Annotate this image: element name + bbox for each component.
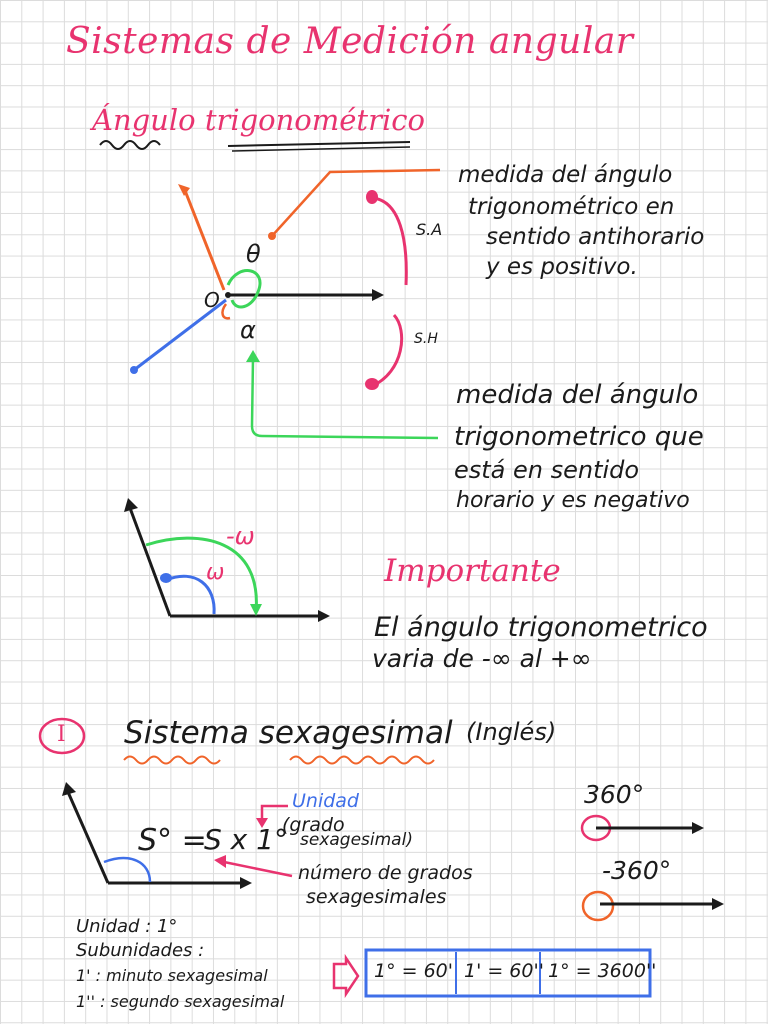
origin-point — [225, 292, 231, 298]
positive-note-line: medida del ángulo — [458, 162, 673, 188]
unit-pointer — [260, 804, 288, 822]
alpha-pointer-line — [250, 357, 439, 440]
arrowhead — [372, 289, 384, 301]
number-pointer — [223, 860, 293, 878]
alpha-terminal-side — [133, 298, 227, 372]
omega-terminal-side — [128, 507, 172, 617]
formula-paren: (grado — [282, 814, 345, 836]
section-heading-trig: Ángulo trigonométrico — [92, 103, 425, 137]
sa-arrow-arc — [371, 196, 408, 286]
alpha-label: α — [240, 316, 256, 344]
equivalence-cell: 1° = 60' — [374, 960, 453, 982]
equivalence-cell: 1' = 60'' — [464, 960, 544, 982]
equivalence-box — [364, 948, 652, 998]
section-heading-sexa: Sistema sexagesimal — [124, 715, 453, 751]
subunit-item: 1'' : segundo sexagesimal — [76, 992, 285, 1011]
important-heading: Importante — [384, 553, 561, 589]
sexa-angle-arc — [103, 856, 152, 883]
sa-label: S.A — [416, 220, 443, 239]
theta-pointer-line — [271, 168, 441, 237]
section-badge: I — [57, 722, 66, 747]
positive-note-line: sentido antihorario — [486, 224, 705, 250]
neg-omega-arc — [145, 536, 258, 613]
formula-right: S x 1° — [204, 823, 288, 856]
sexa-underline-left — [123, 755, 221, 765]
alpha-arc — [221, 303, 231, 320]
important-text-line: varia de -∞ al +∞ — [372, 644, 592, 673]
implication-arrow — [332, 953, 360, 999]
theta-terminal-side — [182, 187, 226, 291]
theta-label: θ — [246, 240, 261, 268]
negative-note-line: está en sentido — [454, 456, 640, 484]
theta-arc — [226, 269, 262, 309]
heading-underline-wavy — [99, 140, 161, 150]
full-turn-label: 360° — [584, 780, 645, 809]
number-note-line: número de grados — [298, 862, 473, 884]
equivalence-cell: 1° = 3600'' — [548, 960, 657, 982]
negative-note-line: trigonometrico que — [454, 422, 704, 452]
negative-note-line: horario y es negativo — [456, 488, 690, 513]
sh-arrow-arc — [371, 313, 404, 388]
heading-underline-double — [227, 141, 411, 147]
formula-left: S° = — [138, 823, 207, 858]
number-note-line: sexagesimales — [306, 886, 447, 908]
neg-full-turn-circle — [581, 890, 615, 922]
origin-label: O — [204, 288, 220, 312]
important-text-line: El ángulo trigonometrico — [374, 612, 708, 643]
section-badge-circle — [38, 717, 86, 755]
omega-label: ω — [206, 560, 225, 585]
subunit-item: 1' : minuto sexagesimal — [76, 966, 268, 985]
neg-full-turn-label: -360° — [602, 856, 672, 885]
page-title: Sistemas de Medición angular — [66, 21, 634, 62]
section-heading-suffix: (Inglés) — [466, 718, 557, 746]
subunits-label: Subunidades : — [76, 940, 205, 961]
positive-note-line: y es positivo. — [486, 254, 638, 280]
neg-omega-label: -ω — [226, 522, 255, 550]
sexa-underline-right — [289, 755, 435, 765]
unit-line: Unidad : 1° — [76, 916, 178, 937]
omega-arc — [165, 574, 216, 615]
unit-label: Unidad — [292, 790, 359, 812]
negative-note-line: medida del ángulo — [456, 380, 699, 410]
sh-label: S.H — [414, 331, 438, 347]
positive-note-line: trigonométrico en — [468, 194, 675, 220]
formula-paren-2: sexagesimal) — [300, 830, 413, 850]
sexa-terminal-side — [66, 791, 110, 884]
